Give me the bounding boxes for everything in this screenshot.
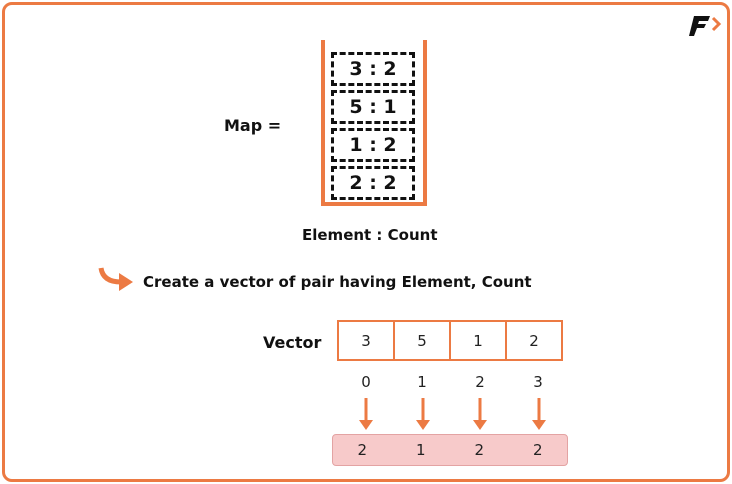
- vector-cell: 1: [449, 320, 507, 361]
- vector-label: Vector: [263, 333, 322, 352]
- map-caption: Element : Count: [302, 226, 438, 244]
- down-arrow-icon: [532, 398, 546, 430]
- index-label: 0: [361, 373, 371, 391]
- down-arrow-icon: [416, 398, 430, 430]
- map-entry: 5 : 1: [331, 90, 415, 124]
- count-cell: 2: [532, 441, 543, 459]
- index-label: 3: [533, 373, 543, 391]
- logo-icon: [689, 16, 722, 36]
- count-array: 2 1 2 2: [332, 434, 568, 466]
- down-arrow-icon: [473, 398, 487, 430]
- step-text: Create a vector of pair having Element, …: [143, 273, 532, 291]
- map-container: 3 : 2 5 : 1 1 : 2 2 : 2: [321, 40, 427, 206]
- map-entry: 2 : 2: [331, 166, 415, 200]
- count-cell: 1: [415, 441, 426, 459]
- count-cell: 2: [474, 441, 485, 459]
- vector-cell: 5: [393, 320, 451, 361]
- index-label: 1: [417, 373, 427, 391]
- map-entry: 1 : 2: [331, 128, 415, 162]
- down-arrow-icon: [359, 398, 373, 430]
- curved-arrow-icon: [98, 267, 133, 291]
- vector-cell: 3: [337, 320, 395, 361]
- vector-cell: 2: [505, 320, 563, 361]
- map-entry: 3 : 2: [331, 52, 415, 86]
- vector-array: 3 5 1 2: [337, 320, 563, 361]
- index-label: 2: [475, 373, 485, 391]
- map-label: Map =: [224, 116, 282, 135]
- count-cell: 2: [357, 441, 368, 459]
